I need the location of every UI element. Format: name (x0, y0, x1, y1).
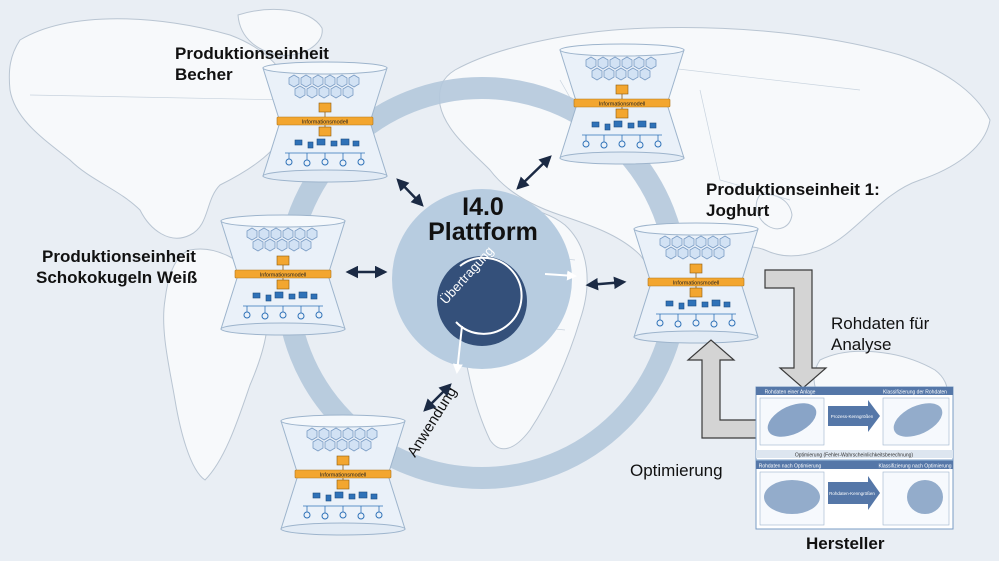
platform-title-line1: I4.0 (462, 193, 504, 221)
bottom-right-point-cloud (907, 480, 943, 514)
top-left-point-cloud (767, 403, 817, 437)
platform-out-arrow (544, 270, 577, 281)
top-panel-mid-text: Prozess-Kenngrößen (831, 414, 874, 419)
node-joghurt: Informationsmodell (633, 222, 759, 344)
label-joghurt: Produktionseinheit 1: Joghurt (706, 179, 880, 221)
bottom-panel-arrow (828, 476, 880, 510)
arrow-becher-platform (396, 178, 424, 207)
manufacturer-panel: Rohdaten einer Anlage Klassifizierung de… (755, 386, 954, 530)
node-bottom: Informationsmodell (280, 414, 406, 536)
label-raw-data-line1: Rohdaten für (831, 314, 930, 333)
bottom-panel-mid-text: Rohdaten-Kenngrößen (829, 491, 875, 496)
bottom-panel-left-title: Rohdaten nach Optimierung (759, 464, 822, 470)
platform-core (437, 256, 527, 346)
node-joghurt-band-label: Informationsmodell (673, 281, 719, 287)
label-becher: Produktionseinheit Becher (175, 43, 329, 85)
top-panel-left-title: Rohdaten einer Anlage (765, 390, 816, 396)
label-schoko-line1: Produktionseinheit (42, 247, 196, 266)
platform-down-arrow (452, 325, 463, 374)
node-top-right: Informationsmodell (559, 43, 685, 165)
transfer-loop (455, 256, 523, 335)
label-schoko-line2: Schokokugeln Weiß (36, 268, 198, 287)
label-manufacturer: Hersteller (806, 534, 885, 553)
label-becher-line2: Becher (175, 65, 233, 84)
optimization-arrow (686, 339, 761, 439)
arrow-joghurt-platform (585, 276, 627, 291)
node-becher: Informationsmodell (262, 61, 388, 183)
top-right-point-cloud (893, 403, 943, 437)
label-raw-data: Rohdaten für Analyse (831, 313, 929, 355)
label-joghurt-line2: Joghurt (706, 201, 770, 220)
label-joghurt-line1: Produktionseinheit 1: (706, 180, 880, 199)
top-panel-arrow (828, 400, 880, 432)
application-label: Anwendung (404, 384, 460, 460)
label-raw-data-line2: Analyse (831, 335, 892, 354)
bottom-panel-right-title: Klassifizierung nach Optimierung (878, 464, 951, 470)
top-panel-right-title: Klassifizierung der Rohdaten (883, 390, 947, 396)
arrow-topright-platform (516, 155, 552, 190)
manufacturer-banner: Optimierung (Fehler-Wahrscheinlichkeitsb… (795, 453, 914, 459)
node-bottom-band-label: Informationsmodell (320, 473, 366, 479)
platform-title: I4.0 Plattform (412, 195, 554, 245)
bottom-left-point-cloud (764, 480, 820, 514)
label-becher-line1: Produktionseinheit (175, 44, 329, 63)
node-schoko: Informationsmodell (220, 214, 346, 336)
node-becher-band-label: Informationsmodell (302, 120, 348, 126)
raw-data-arrow (764, 269, 828, 389)
label-schoko: Produktionseinheit Schokokugeln Weiß (36, 246, 197, 288)
node-schoko-band-label: Informationsmodell (260, 273, 306, 279)
label-optimization: Optimierung (630, 461, 723, 480)
arrow-bottom-platform (423, 383, 452, 412)
platform-title-line2: Plattform (428, 218, 538, 246)
node-top-right-band-label: Informationsmodell (599, 102, 645, 108)
